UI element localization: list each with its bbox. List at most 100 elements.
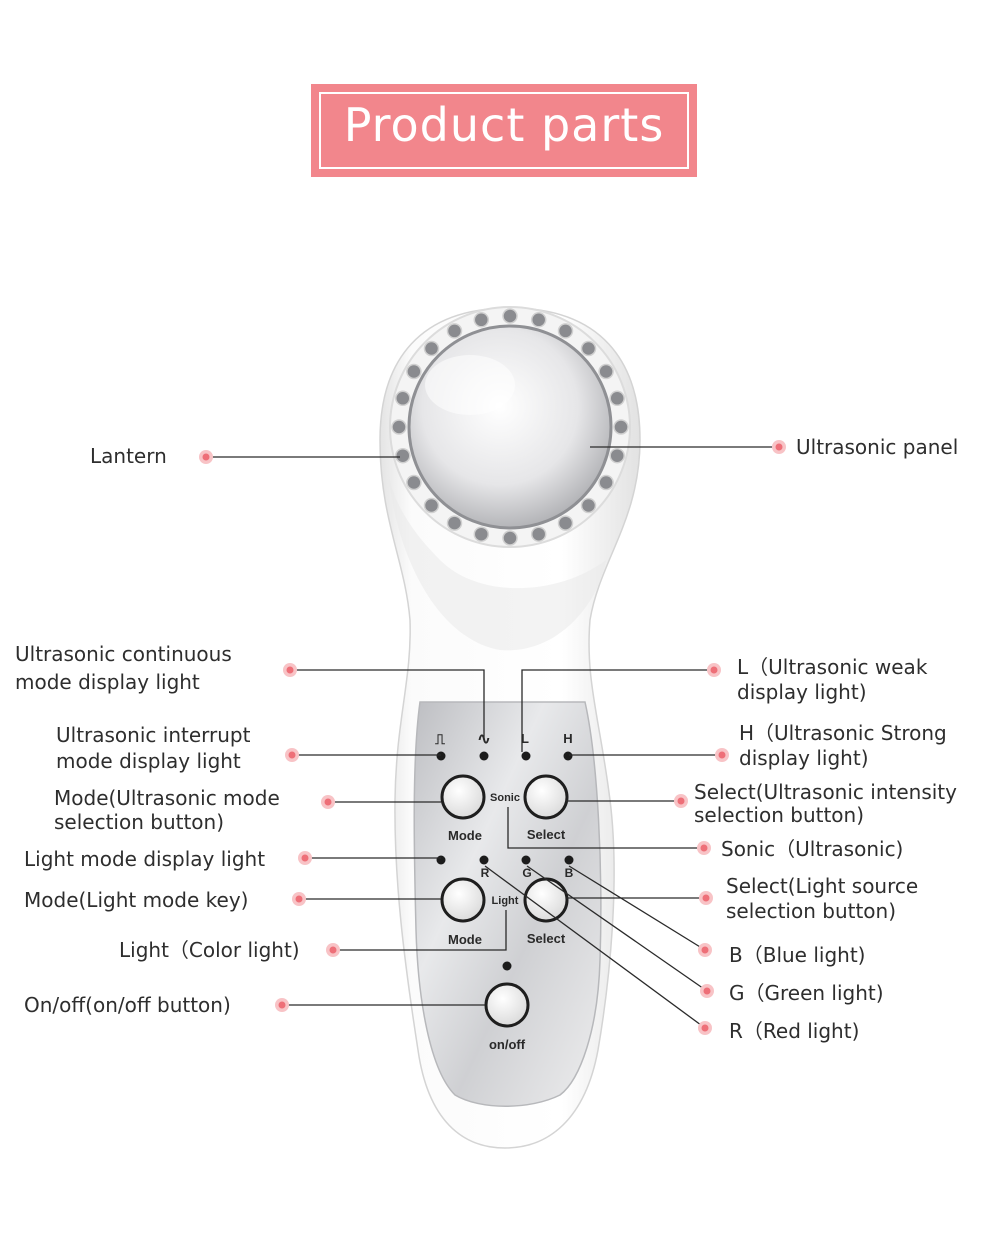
label-continuous-line1: Ultrasonic continuous xyxy=(15,642,232,666)
marker-interrupt xyxy=(285,748,299,762)
mode-label-1: Mode xyxy=(448,828,482,843)
label-interrupt-line2: mode display light xyxy=(56,749,241,773)
label-mode-light-key: Mode(Light mode key) xyxy=(24,888,249,912)
label-interrupt-line1: Ultrasonic interrupt xyxy=(56,723,251,747)
lantern-led xyxy=(406,474,422,491)
marker-continuous xyxy=(283,663,297,677)
marker-red xyxy=(698,1021,712,1035)
lantern-led xyxy=(530,312,547,328)
label-red: R（Red light) xyxy=(729,1019,860,1043)
lantern-led xyxy=(613,419,629,435)
lantern-led xyxy=(502,308,518,324)
device-head-recess xyxy=(388,470,606,651)
light-mode-button[interactable] xyxy=(440,877,486,923)
ultrasonic-mode-button[interactable] xyxy=(440,774,486,820)
label-mode-ultra-line2: selection button) xyxy=(54,810,225,834)
lantern-led xyxy=(580,340,597,357)
lantern-led xyxy=(609,447,625,464)
label-L-line2: display light) xyxy=(737,680,867,704)
label-markers xyxy=(199,440,786,1035)
interrupt-led xyxy=(436,751,446,761)
pulse-symbol: ⎍ xyxy=(435,731,445,747)
select-label-1: Select xyxy=(527,827,566,842)
label-mode-ultra-line1: Mode(Ultrasonic mode xyxy=(54,786,280,810)
mode-label-2: Mode xyxy=(448,932,482,947)
led-label-H: H xyxy=(563,731,572,746)
power-led xyxy=(502,961,512,971)
leader-light-color xyxy=(333,910,507,951)
label-sonic: Sonic（Ultrasonic) xyxy=(721,837,904,861)
mirror-highlight xyxy=(425,355,515,415)
marker-blue xyxy=(698,943,712,957)
marker-H xyxy=(715,748,729,762)
marker-lantern xyxy=(199,450,213,464)
leader-lines xyxy=(206,446,779,1029)
leader-blue xyxy=(568,865,706,951)
light-label: Light xyxy=(492,895,519,907)
lantern-led xyxy=(530,526,547,542)
label-H-line1: H（Ultrasonic Strong xyxy=(739,721,947,745)
marker-green xyxy=(700,984,714,998)
label-lantern: Lantern xyxy=(90,444,167,468)
label-light-mode-display: Light mode display light xyxy=(24,847,266,871)
lantern-led xyxy=(557,323,574,339)
label-light-color: Light（Color light) xyxy=(119,938,300,962)
marker-select-intensity xyxy=(674,794,688,808)
label-select-light-line1: Select(Light source xyxy=(726,874,919,898)
leader-green xyxy=(526,865,708,992)
G-led xyxy=(521,855,531,865)
L-led xyxy=(521,751,531,761)
label-blue: B（Blue light) xyxy=(729,943,866,967)
lantern-led xyxy=(395,390,411,407)
marker-light-mode-display xyxy=(298,851,312,865)
lantern-led xyxy=(395,447,411,464)
lantern-led xyxy=(391,419,407,435)
continuous-led xyxy=(479,751,489,761)
lantern-led xyxy=(446,323,463,339)
onoff-button[interactable] xyxy=(484,982,530,1028)
marker-mode-light xyxy=(292,892,306,906)
lantern-led xyxy=(502,530,518,546)
leader-L xyxy=(521,669,714,752)
led-label-L: L xyxy=(521,731,529,746)
ultrasonic-panel-mirror xyxy=(407,324,613,530)
lantern-led xyxy=(473,312,490,328)
marker-light-color xyxy=(326,943,340,957)
onoff-label: on/off xyxy=(489,1037,526,1052)
lantern-leds xyxy=(391,308,629,546)
label-onoff-button: On/off(on/off button) xyxy=(24,993,231,1017)
title-banner: Product parts xyxy=(311,84,697,177)
H-led xyxy=(563,751,573,761)
B-led xyxy=(564,855,574,865)
marker-ultrasonic-panel xyxy=(772,440,786,454)
led-label-R: R xyxy=(481,866,490,880)
lantern-led xyxy=(423,340,440,357)
lantern-led xyxy=(423,497,440,514)
label-H-line2: display light) xyxy=(739,746,869,770)
marker-L xyxy=(707,663,721,677)
ultrasonic-select-button[interactable] xyxy=(523,774,569,820)
leader-continuous xyxy=(290,669,485,740)
marker-onoff xyxy=(275,998,289,1012)
lantern-led xyxy=(598,474,614,491)
label-select-intensity-line1: Select(Ultrasonic intensity xyxy=(694,780,957,804)
label-select-intensity-line2: selection button) xyxy=(694,803,865,827)
leader-sonic xyxy=(507,807,704,849)
leader-red xyxy=(484,865,706,1029)
lantern-led xyxy=(598,363,614,380)
page-title: Product parts xyxy=(343,98,665,152)
label-select-light-line2: selection button) xyxy=(726,899,897,923)
label-ultrasonic-panel: Ultrasonic panel xyxy=(796,435,959,459)
title-banner-frame xyxy=(319,92,689,169)
lantern-led xyxy=(609,390,625,407)
label-continuous-line2: mode display light xyxy=(15,670,200,694)
sonic-label: Sonic xyxy=(490,792,520,804)
marker-sonic xyxy=(697,841,711,855)
lantern-led xyxy=(580,497,597,514)
led-label-G: G xyxy=(522,866,531,880)
lantern-led xyxy=(446,515,463,531)
label-green: G（Green light) xyxy=(729,981,884,1005)
label-L-line1: L（Ultrasonic weak xyxy=(737,655,928,679)
led-label-B: B xyxy=(565,866,574,880)
